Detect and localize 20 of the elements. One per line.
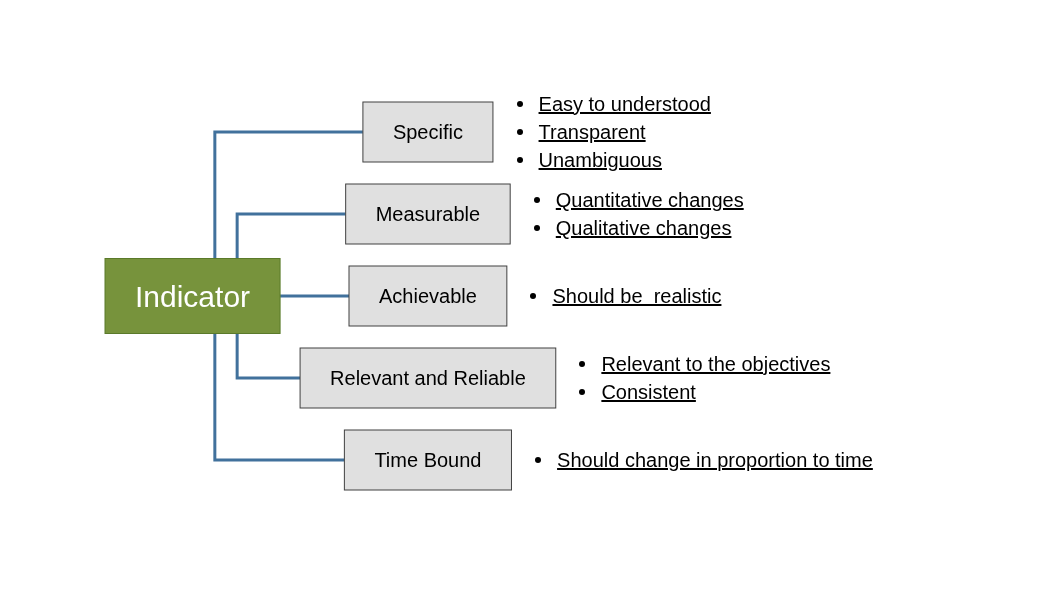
bullet-text: Relevant to the objectives — [601, 352, 831, 377]
bullet-text: Should change in proportion to time — [557, 448, 873, 473]
bullet-text: Unambiguous — [538, 148, 662, 173]
node-box: Achievable — [348, 265, 507, 327]
connector — [278, 294, 349, 298]
bullet-text: Quantitative changes — [555, 188, 744, 213]
node-box: Relevant and Reliable — [299, 347, 556, 409]
node-box: Indicator — [104, 258, 281, 334]
bullet-text: Consistent — [601, 380, 696, 405]
connector — [235, 212, 346, 259]
connector — [212, 130, 363, 259]
node-box: Time Bound — [343, 429, 512, 491]
bullet-text: Easy to understood — [538, 92, 711, 117]
bullet-text: Qualitative changes — [555, 216, 732, 241]
node-box: Measurable — [344, 183, 511, 245]
connector — [212, 333, 344, 462]
bullet-text: Should be realistic — [552, 284, 722, 309]
bullet-text: Transparent — [538, 120, 646, 145]
node-box: Specific — [362, 101, 494, 163]
connector — [235, 333, 300, 380]
